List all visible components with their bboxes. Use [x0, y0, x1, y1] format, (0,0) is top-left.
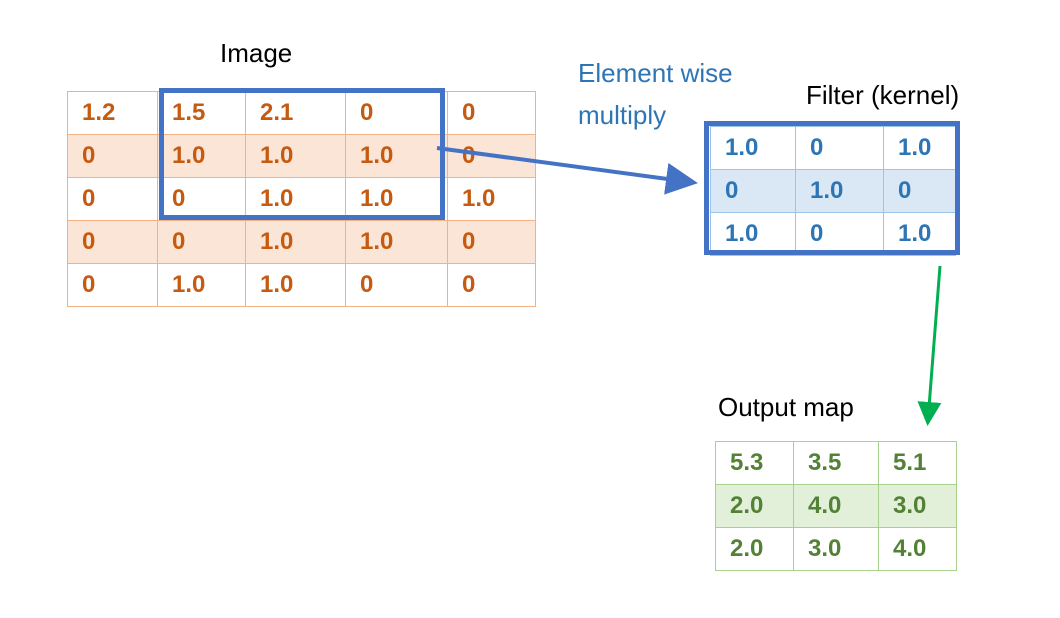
- image-cell: 1.0: [345, 177, 448, 221]
- output-cell: 3.0: [793, 527, 879, 571]
- filter-border: [704, 121, 960, 255]
- image-cell: 1.0: [157, 134, 246, 178]
- image-cell: 0: [447, 220, 536, 264]
- multiply-arrow: [436, 146, 698, 195]
- output-cell: 3.5: [793, 441, 879, 485]
- image-cell: 0: [157, 177, 246, 221]
- image-row: 0 1.0 1.0 0 0: [67, 263, 536, 307]
- image-cell: 1.2: [67, 91, 158, 135]
- image-cell: 0: [157, 220, 246, 264]
- output-cell: 4.0: [878, 527, 957, 571]
- output-cell: 5.3: [715, 441, 794, 485]
- receptive-field-box: [159, 88, 445, 220]
- filter-title: Filter (kernel): [806, 80, 960, 110]
- image-cell: 0: [345, 263, 448, 307]
- output-row: 5.3 3.5 5.1: [715, 441, 957, 485]
- filter-cell: 1.0: [883, 126, 956, 170]
- multiply-label: multiply: [578, 100, 667, 130]
- filter-row: 1.0 0 1.0: [710, 126, 956, 170]
- output-grid: 5.3 3.5 5.1 2.0 4.0 3.0 2.0 3.0 4.0: [715, 441, 957, 571]
- filter-row: 0 1.0 0: [710, 169, 956, 213]
- filter-grid: 1.0 0 1.0 0 1.0 0 1.0 0 1.0: [710, 126, 956, 256]
- image-cell: 0: [67, 134, 158, 178]
- image-cell: 1.0: [245, 263, 346, 307]
- image-grid: 1.2 1.5 2.1 0 0 0 1.0 1.0 1.0 0 0 0 1.0 …: [67, 91, 536, 307]
- image-cell: 0: [67, 220, 158, 264]
- image-cell: 1.0: [157, 263, 246, 307]
- output-cell: 5.1: [878, 441, 957, 485]
- image-title: Image: [220, 38, 293, 68]
- output-cell: 2.0: [715, 527, 794, 571]
- image-cell: 0: [447, 91, 536, 135]
- image-cell: 1.0: [245, 134, 346, 178]
- filter-cell: 0: [883, 169, 956, 213]
- image-row: 0 0 1.0 1.0 1.0: [67, 177, 536, 221]
- output-title: Output map: [718, 392, 854, 422]
- output-cell: 4.0: [793, 484, 879, 528]
- filter-cell: 0: [710, 169, 796, 213]
- filter-cell: 1.0: [710, 212, 796, 256]
- filter-cell: 1.0: [710, 126, 796, 170]
- image-cell: 1.0: [447, 177, 536, 221]
- element-wise-label: Element wise: [578, 58, 733, 88]
- image-cell: 0: [67, 177, 158, 221]
- output-cell: 3.0: [878, 484, 957, 528]
- filter-cell: 0: [795, 212, 884, 256]
- image-cell: 1.0: [245, 220, 346, 264]
- image-cell: 1.0: [345, 220, 448, 264]
- image-cell: 1.0: [345, 134, 448, 178]
- image-row: 0 0 1.0 1.0 0: [67, 220, 536, 264]
- filter-cell: 1.0: [883, 212, 956, 256]
- output-row: 2.0 3.0 4.0: [715, 527, 957, 571]
- output-arrow: [917, 265, 942, 426]
- filter-row: 1.0 0 1.0: [710, 212, 956, 256]
- filter-cell: 1.0: [795, 169, 884, 213]
- image-cell: 0: [447, 263, 536, 307]
